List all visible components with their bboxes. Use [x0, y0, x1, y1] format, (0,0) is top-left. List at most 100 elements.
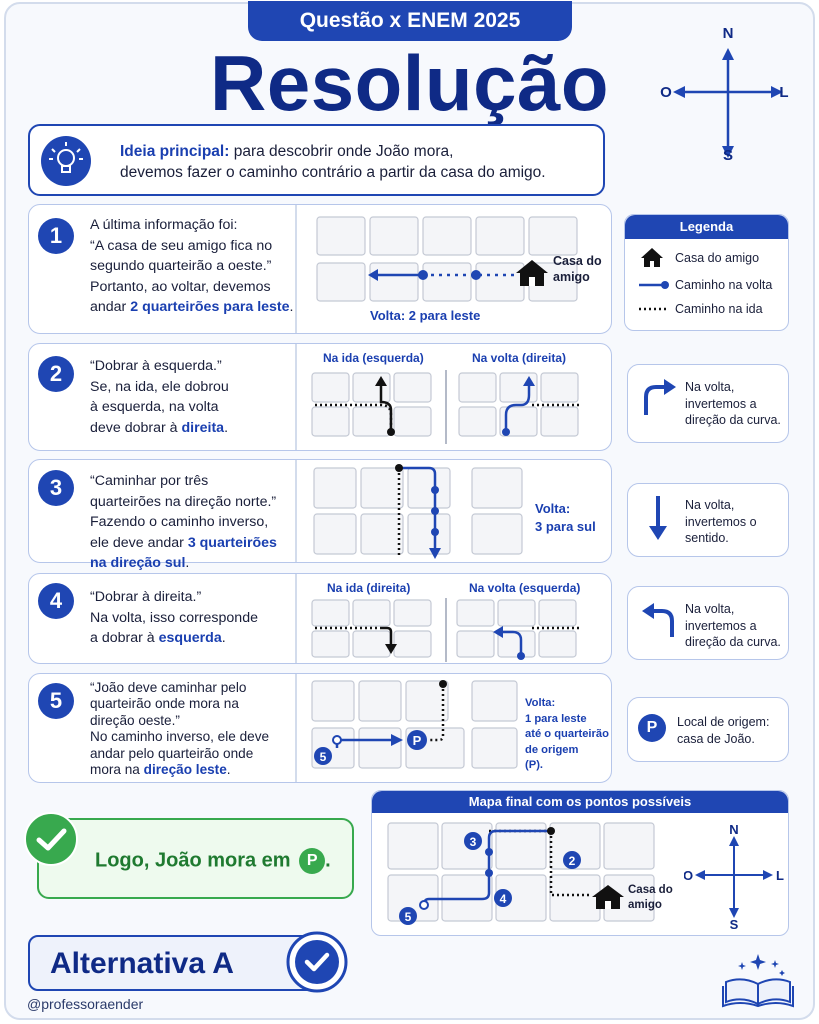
- house-icon: [516, 260, 548, 286]
- turn-right-arrow-icon: [644, 379, 676, 415]
- step-2-label-ida: Na ida (esquerda): [323, 351, 424, 365]
- final-compass-east: L: [776, 868, 784, 883]
- step-1-house-label: Casa do amigo: [553, 253, 602, 285]
- legend-item: Casa do amigo: [675, 251, 760, 265]
- open-book-icon: [722, 954, 794, 1008]
- step-2-line: “Dobrar à esquerda.”: [90, 358, 222, 374]
- author-handle: @professoraender: [27, 996, 144, 1012]
- final-map: 2 3 4 5: [387, 822, 655, 925]
- step-2-label-volta: Na volta (direita): [472, 351, 567, 365]
- step-5-line: andar pelo quarteirão onde: [90, 745, 254, 761]
- text-highlight: 3 quarteirões: [187, 534, 277, 551]
- side-note-curve-card: Na volta, invertemos a direção da curva.: [627, 364, 789, 443]
- conclusion-badge: P: [299, 848, 326, 874]
- header-banner: Questão x ENEM 2025: [248, 1, 572, 41]
- house-icon: [641, 248, 663, 267]
- house-label-line: Casa do: [553, 254, 602, 268]
- text-end: .: [226, 762, 231, 778]
- side-note-sense-card: Na volta, invertemos o sentido.: [627, 483, 789, 557]
- step-3-line: “Caminhar por três: [90, 473, 209, 489]
- house-label-line: Casa do: [628, 884, 673, 896]
- note-line: Local de origem:: [677, 715, 770, 729]
- step-4-line: a dobrar à esquerda.: [90, 628, 258, 649]
- step-4-label-volta: Na volta (esquerda): [469, 581, 581, 595]
- step-4-card: 4 “Dobrar à direita.” Na volta, isso cor…: [28, 573, 612, 664]
- step-5-caption: Volta: 1 para leste até o quarteirão de …: [525, 696, 609, 774]
- main-idea-card: Ideia principal: para descobrir onde Joã…: [28, 124, 605, 196]
- house-label-line: amigo: [628, 898, 662, 911]
- step-2-card: 2 “Dobrar à esquerda.” Se, na ida, ele d…: [28, 343, 612, 451]
- step-4-label-ida: Na ida (direita): [327, 581, 411, 595]
- step-4-number: 4: [38, 583, 74, 619]
- text-highlight: direção leste: [143, 762, 227, 778]
- step-3-line: na direção sul.: [90, 553, 277, 574]
- final-map-title: Mapa final com os pontos possíveis: [372, 791, 788, 813]
- step-4-line: “Dobrar à direita.”: [90, 589, 202, 605]
- final-point-2: 2: [569, 854, 576, 868]
- step-4-line: Na volta, isso corresponde: [90, 609, 258, 626]
- compass-east-label: L: [779, 84, 788, 101]
- divider: [295, 205, 297, 333]
- step-3-text: “Caminhar por três quarteirões na direçã…: [90, 471, 277, 574]
- legend-item: Caminho na ida: [675, 302, 763, 316]
- main-idea-text: Ideia principal: para descobrir onde Joã…: [120, 141, 546, 183]
- caption-line: 1 para leste: [525, 712, 587, 725]
- step-2-map: [311, 370, 579, 444]
- conclusion-end: .: [325, 849, 331, 872]
- side-note-origin-card: P Local de origem: casa de João.: [627, 697, 789, 762]
- text-plain: ele deve andar: [90, 534, 188, 551]
- step-1-line: segundo quarteirão a oeste.”: [90, 258, 272, 274]
- compass-south-label: S: [723, 147, 733, 164]
- side-note-origin-text: Local de origem: casa de João.: [677, 714, 769, 747]
- final-point-5: 5: [405, 910, 412, 924]
- side-note-curve-text: Na volta, invertemos a direção da curva.: [685, 379, 781, 429]
- legend-icons: [639, 248, 669, 311]
- step-1-line: andar 2 quarteirões para leste.: [90, 297, 293, 318]
- final-compass-icon: N S O L: [684, 823, 784, 931]
- check-circle-icon: [24, 812, 78, 866]
- lightbulb-icon: [41, 136, 91, 186]
- step-5-line: quarteirão onde mora na: [90, 696, 239, 712]
- step-4-text: “Dobrar à direita.” Na volta, isso corre…: [90, 587, 258, 649]
- step-3-map: [313, 464, 523, 559]
- caption-line: até o quarteirão: [525, 728, 609, 740]
- conclusion-label: Logo, João mora em: [95, 849, 291, 872]
- final-point-4: 4: [500, 892, 507, 906]
- step-3-line: quarteirões na direção norte.”: [90, 493, 277, 510]
- final-compass-west: O: [684, 868, 693, 883]
- final-compass-south: S: [730, 917, 739, 931]
- step-1-card: 1 A última informação foi: “A casa de se…: [28, 204, 612, 334]
- step-4-map: [311, 598, 579, 662]
- step-1-text: A última informação foi: “A casa de seu …: [90, 215, 293, 318]
- step-5-line: mora na direção leste.: [90, 762, 269, 778]
- answer-text: Alternativa A: [50, 947, 234, 980]
- down-arrow-icon: [649, 496, 667, 540]
- text-end: .: [224, 419, 229, 436]
- step-5-start-label: 5: [320, 750, 327, 764]
- divider: [295, 344, 297, 450]
- compass-north-label: N: [723, 25, 734, 42]
- conclusion-text: Logo, João mora em P.: [95, 848, 331, 874]
- text-plain: a dobrar à: [90, 630, 159, 646]
- step-1-caption: Volta: 2 para leste: [370, 308, 481, 323]
- text-highlight: na direção sul: [90, 555, 186, 571]
- answer-card: Alternativa A: [28, 935, 320, 991]
- step-2-line: deve dobrar à direita.: [90, 418, 229, 439]
- step-3-number: 3: [38, 470, 74, 506]
- note-line: direção da curva.: [685, 413, 781, 427]
- origin-badge: P: [638, 714, 666, 742]
- step-5-line: No caminho inverso, ele deve: [90, 729, 270, 745]
- answer-check-icon: [286, 931, 348, 993]
- note-line: Na volta,: [685, 602, 735, 616]
- step-5-text: “João deve caminhar pelo quarteirão onde…: [90, 680, 269, 778]
- step-5-map: 5 P: [311, 680, 518, 769]
- text-end: .: [185, 555, 190, 571]
- step-2-number: 2: [38, 356, 74, 392]
- note-line: direção da curva.: [685, 635, 781, 649]
- main-idea-line2: devemos fazer o caminho contrário a part…: [120, 164, 546, 181]
- caption-line: Volta:: [535, 501, 571, 516]
- step-5-line: “João deve caminhar pelo: [90, 680, 247, 695]
- step-3-caption: Volta: 3 para sul: [535, 500, 596, 536]
- step-3-line: ele deve andar 3 quarteirões: [90, 533, 277, 554]
- text-end: .: [221, 630, 226, 646]
